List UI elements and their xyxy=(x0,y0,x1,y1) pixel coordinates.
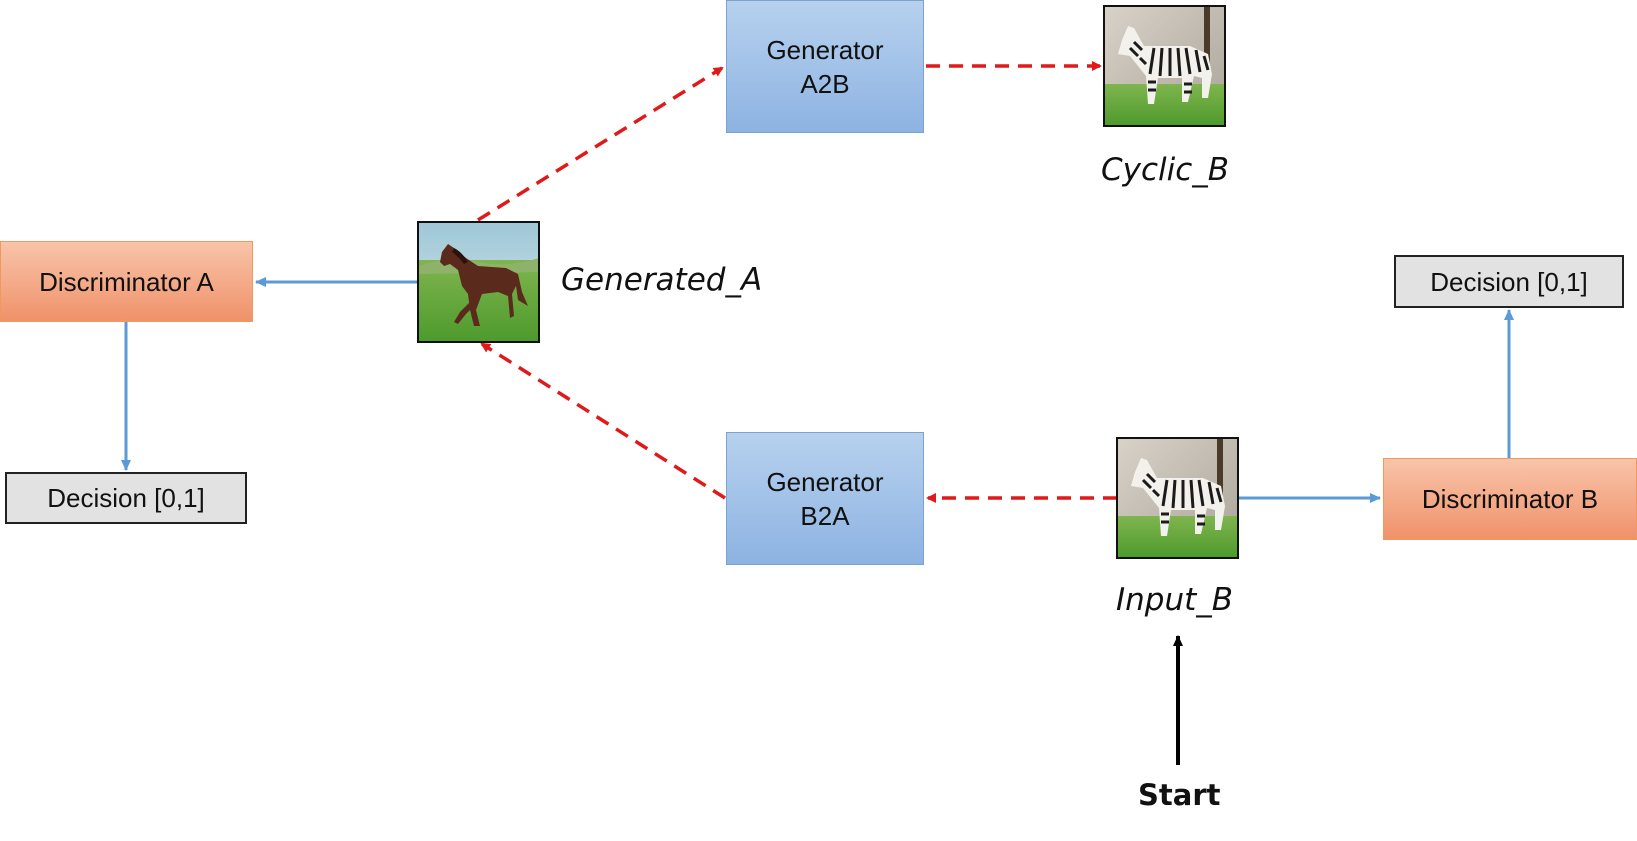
generator-a2b-line2: A2B xyxy=(800,68,850,99)
discriminator-b-box: Discriminator B xyxy=(1383,458,1637,540)
discriminator-a-label: Discriminator A xyxy=(39,266,214,297)
generator-a2b-box: Generator A2B xyxy=(726,0,924,133)
generated-a-label: Generated_A xyxy=(561,262,763,298)
generator-b2a-box: Generator B2A xyxy=(726,432,924,565)
decision-a-label: Decision [0,1] xyxy=(47,483,205,513)
horse-image xyxy=(417,221,540,343)
generator-a2b-line1: Generator xyxy=(766,34,884,65)
start-label: Start xyxy=(1138,778,1221,812)
cyclic-b-label: Cyclic_B xyxy=(1101,152,1230,188)
zebra-image xyxy=(1103,5,1226,127)
generator-b2a-line2: B2A xyxy=(800,500,850,531)
discriminator-b-label: Discriminator B xyxy=(1421,484,1599,514)
discriminator-a-box: Discriminator A xyxy=(0,241,253,322)
arrow-generated-a-to-generator-a2b xyxy=(477,66,724,222)
decision-a-box: Decision [0,1] xyxy=(5,472,247,524)
arrow-generator-b2a-to-generated-a xyxy=(480,342,726,500)
generator-b2a-line1: Generator xyxy=(766,466,884,497)
zebra-image xyxy=(1116,437,1239,559)
decision-b-box: Decision [0,1] xyxy=(1394,255,1624,308)
decision-b-label: Decision [0,1] xyxy=(1430,266,1588,297)
input-b-label: Input_B xyxy=(1116,582,1234,618)
